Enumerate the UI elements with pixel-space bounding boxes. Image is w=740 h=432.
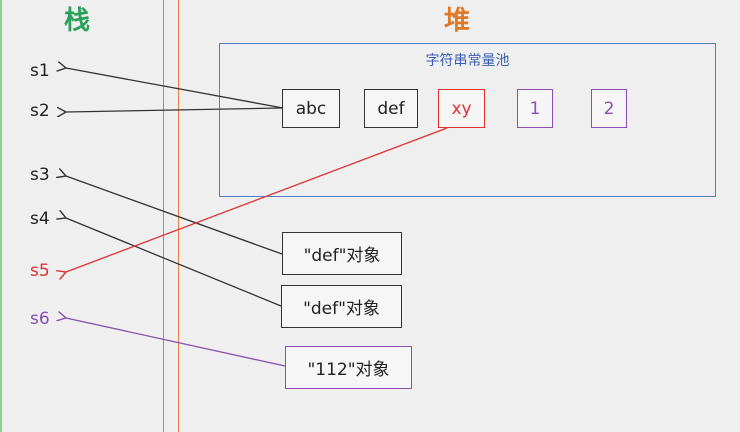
var-s3: s3: [30, 165, 50, 185]
pool-cell-xy: xy: [438, 89, 485, 128]
string-constant-pool: 字符串常量池: [219, 43, 716, 197]
var-s4: s4: [30, 209, 50, 229]
heap-object-112: "112"对象: [285, 346, 412, 389]
heap-object-def-1: "def"对象: [282, 232, 402, 275]
var-s6: s6: [30, 309, 50, 329]
var-s2: s2: [30, 101, 50, 121]
pool-cell-def: def: [364, 89, 418, 128]
heap-object-def-2: "def"对象: [281, 285, 402, 328]
pool-cell-abc: abc: [282, 89, 340, 128]
pool-cell-1: 1: [517, 89, 553, 128]
pool-cell-2: 2: [591, 89, 627, 128]
pool-label: 字符串常量池: [425, 53, 510, 69]
var-s1: s1: [30, 61, 50, 81]
heap-title: 堆: [444, 6, 471, 36]
arrow-s4-to-def-object: [66, 218, 282, 307]
arrow-s6-to-112-object: [66, 318, 286, 367]
stack-boundary-line: [163, 0, 164, 432]
left-edge-line: [0, 0, 2, 432]
heap-boundary-line: [178, 0, 179, 432]
stack-title: 栈: [64, 6, 91, 36]
var-s5: s5: [30, 261, 50, 281]
